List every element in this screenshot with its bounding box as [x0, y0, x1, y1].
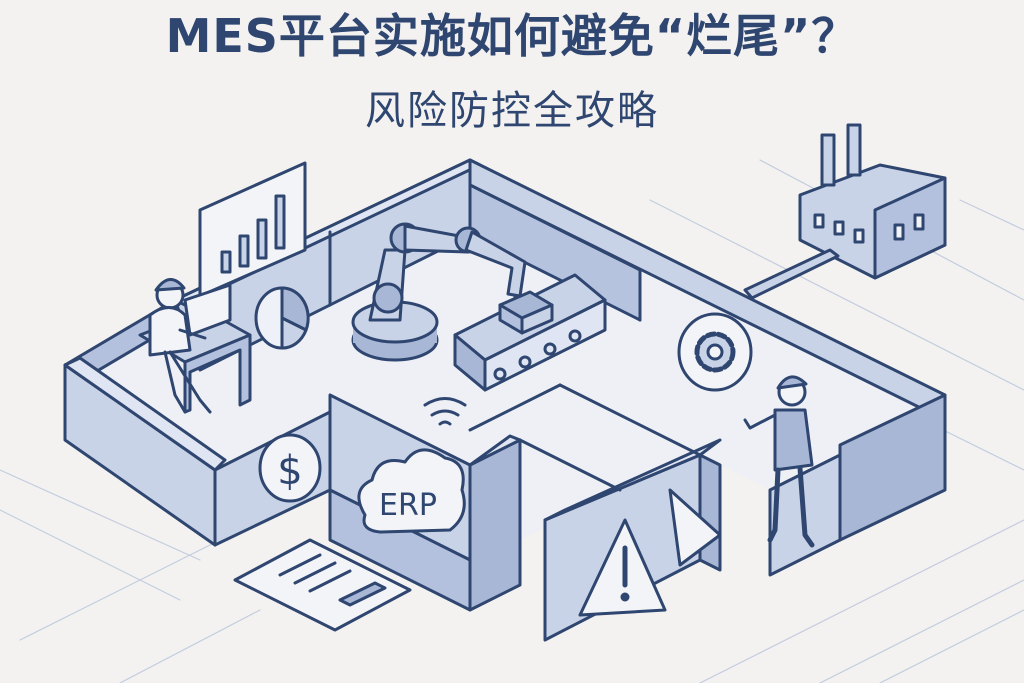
- robot-arm-icon: [351, 222, 527, 362]
- page-title: MES平台实施如何避免“烂尾”？: [165, 9, 859, 63]
- page-subtitle: 风险防控全攻略: [365, 88, 659, 134]
- wifi-icon: [423, 397, 467, 426]
- engineer-worker: [743, 375, 815, 548]
- office-worker: [138, 278, 252, 414]
- bar-chart-icon: [198, 161, 307, 298]
- cloud-label: ERP: [379, 488, 437, 523]
- pie-chart-icon: [254, 286, 310, 350]
- conveyor-icon: [453, 273, 607, 392]
- dollar-icon: [258, 433, 322, 503]
- warning-icon: [578, 488, 722, 617]
- document-icon: [233, 538, 412, 632]
- factory-icon: [743, 123, 947, 300]
- dollar-symbol: $: [277, 448, 302, 494]
- gear-icon: [677, 312, 753, 392]
- cloud-icon: [357, 448, 466, 534]
